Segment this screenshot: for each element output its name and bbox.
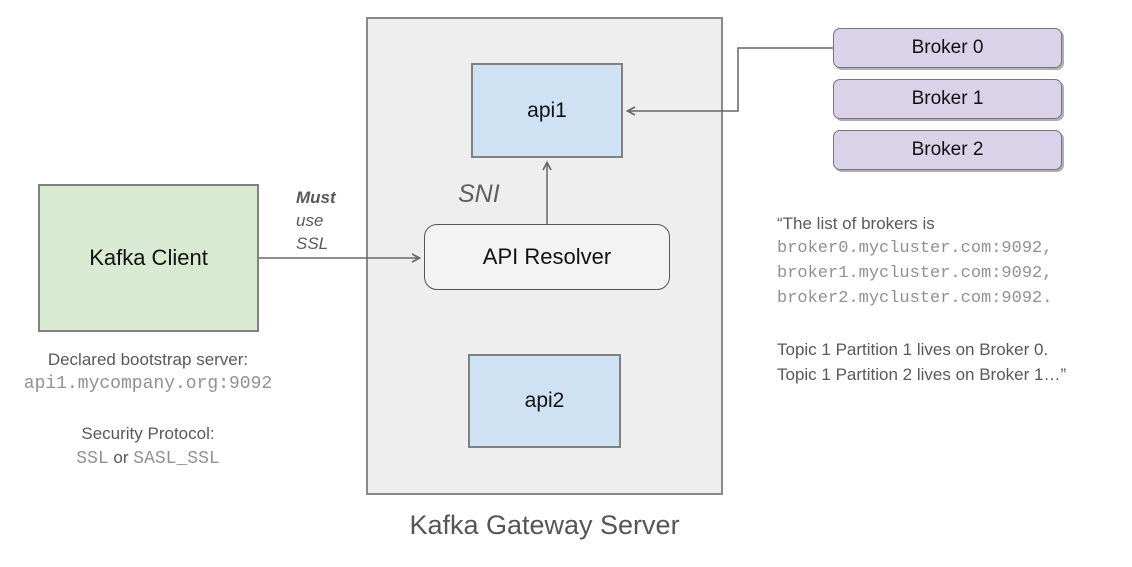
client-annotation: Declared bootstrap server: api1.mycompan… <box>18 348 278 471</box>
broker0-host: broker0.mycluster.com:9092, <box>777 239 1053 258</box>
topic-partition-line-2: Topic 1 Partition 2 lives on Broker 1…” <box>777 365 1067 384</box>
node-broker-2: Broker 2 <box>833 130 1062 170</box>
node-api2-label: api2 <box>524 389 565 412</box>
node-api1: api1 <box>471 63 623 158</box>
use-line: use <box>296 211 324 230</box>
security-or: or <box>113 448 129 467</box>
topic-partition-line-1: Topic 1 Partition 1 lives on Broker 0. <box>777 340 1049 359</box>
spacer <box>777 311 1127 337</box>
spacer <box>18 396 278 422</box>
broker-annotation: “The list of brokers is broker0.mycluste… <box>777 211 1127 387</box>
node-api-resolver-label: API Resolver <box>482 244 612 269</box>
node-api2: api2 <box>468 354 621 448</box>
node-broker-2-label: Broker 2 <box>911 139 984 160</box>
security-protocol-value: SSL or SASL_SSL <box>18 446 278 471</box>
ssl-line: SSL <box>296 234 329 253</box>
broker1-host: broker1.mycluster.com:9092, <box>777 264 1053 283</box>
broker-list-intro: “The list of brokers is <box>777 214 935 233</box>
node-kafka-client: Kafka Client <box>38 184 259 332</box>
node-kafka-client-label: Kafka Client <box>89 245 208 270</box>
security-ssl: SSL <box>76 449 109 469</box>
node-api-resolver: API Resolver <box>424 224 670 290</box>
security-protocol-label: Security Protocol: <box>81 424 215 443</box>
node-broker-1-label: Broker 1 <box>911 88 984 109</box>
security-sasl-ssl: SASL_SSL <box>133 449 220 469</box>
gateway-title: Kafka Gateway Server <box>409 510 680 540</box>
must-line: Must <box>296 188 336 207</box>
bootstrap-server-value: api1.mycompany.org:9092 <box>23 374 273 394</box>
node-broker-0: Broker 0 <box>833 28 1062 68</box>
bootstrap-server-label: Declared bootstrap server: <box>47 350 249 369</box>
edge-label-must-use-ssl: Must use SSL <box>296 186 336 255</box>
broker2-host: broker2.mycluster.com:9092. <box>777 289 1053 308</box>
edge-label-sni: SNI <box>458 180 500 208</box>
node-broker-1: Broker 1 <box>833 79 1062 119</box>
node-broker-0-label: Broker 0 <box>911 37 984 58</box>
node-api1-label: api1 <box>527 98 567 122</box>
